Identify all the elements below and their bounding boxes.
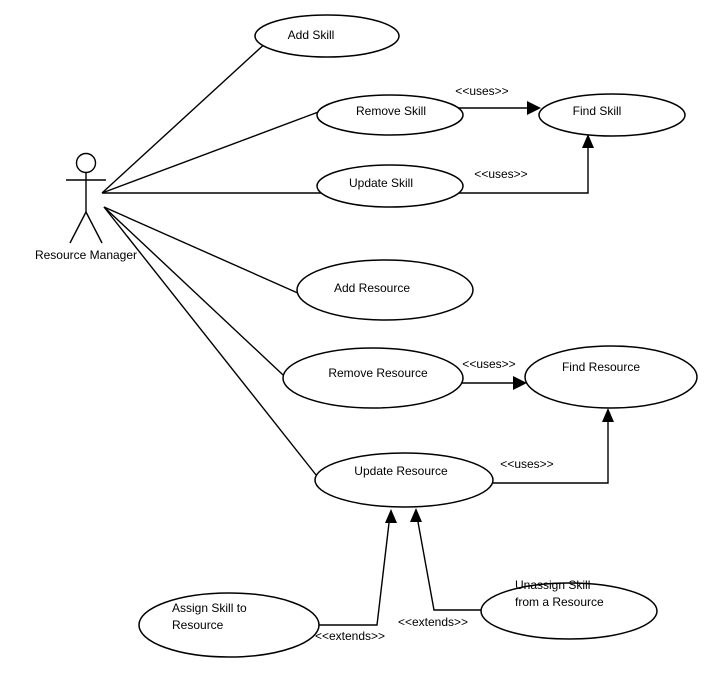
arrowhead-extends-assign-skill bbox=[385, 509, 397, 523]
use-case-ellipse-find-skill bbox=[538, 93, 686, 137]
association-actor-add-resource bbox=[103, 206, 310, 299]
actor-associations bbox=[101, 39, 330, 486]
use-case-label-assign-skill: Assign Skill to Resource bbox=[172, 601, 247, 632]
use-case-label-update-resource: Update Resource bbox=[354, 464, 448, 478]
stereotype-uses-update-resource: <<uses>> bbox=[500, 457, 554, 471]
arrowhead-uses-find-resource-left bbox=[513, 376, 527, 390]
stereotype-uses-remove-resource: <<uses>> bbox=[462, 357, 516, 371]
arrowhead-uses-find-resource-bottom bbox=[602, 408, 614, 422]
association-actor-remove-resource bbox=[103, 206, 299, 390]
association-actor-add-skill bbox=[101, 39, 270, 194]
use-case-ellipse-unassign-skill bbox=[480, 582, 658, 640]
arrowheads bbox=[385, 101, 614, 523]
use-case-ellipse-update-resource bbox=[314, 452, 494, 508]
use-case-label-add-resource: Add Resource bbox=[333, 281, 411, 295]
arrowhead-uses-find-skill-bottom bbox=[582, 134, 594, 148]
stereotype-extends-assign-skill: <<extends>> bbox=[314, 629, 386, 643]
use-case-label-add-skill: Add Skill bbox=[287, 28, 335, 42]
extends-line-unassign-skill-update-resource bbox=[417, 521, 490, 611]
stereotype-extends-unassign-skill: <<extends>> bbox=[397, 615, 469, 629]
use-case-label-remove-skill: Remove Skill bbox=[355, 104, 427, 118]
association-actor-remove-skill bbox=[101, 107, 330, 194]
uses-line-update-skill-find-skill bbox=[455, 147, 589, 194]
use-case-ellipses bbox=[138, 14, 698, 658]
use-case-label-unassign-skill: Unassign Skill from a Resource bbox=[515, 578, 604, 609]
stereotype-uses-update-skill: <<uses>> bbox=[474, 167, 528, 181]
uses-line-update-resource-find-resource bbox=[480, 422, 609, 484]
association-actor-update-resource bbox=[103, 206, 325, 486]
actor-figure bbox=[66, 152, 106, 244]
arrowhead-extends-unassign-skill bbox=[410, 508, 422, 522]
use-case-label-update-skill: Update Skill bbox=[348, 176, 414, 190]
use-case-label-remove-resource: Remove Resource bbox=[328, 366, 428, 380]
extends-line-assign-skill-update-resource bbox=[310, 522, 390, 626]
relationship-lines bbox=[310, 107, 609, 626]
use-case-ellipse-find-resource bbox=[524, 345, 698, 409]
actor-leg-left bbox=[69, 211, 87, 244]
use-case-label-find-resource: Find Resource bbox=[561, 360, 641, 374]
actor-leg-right bbox=[85, 211, 103, 244]
actor-label: Resource Manager bbox=[34, 248, 138, 262]
use-case-ellipse-remove-resource bbox=[282, 347, 464, 409]
arrowhead-uses-find-skill-left bbox=[527, 101, 541, 115]
actor-head bbox=[75, 152, 97, 174]
use-case-label-find-skill: Find Skill bbox=[572, 104, 622, 118]
stereotype-uses-remove-skill: <<uses>> bbox=[455, 84, 509, 98]
use-case-ellipse-remove-skill bbox=[316, 94, 464, 136]
use-case-ellipse-update-skill bbox=[316, 164, 464, 208]
use-case-ellipse-add-skill bbox=[254, 14, 400, 58]
use-case-ellipse-assign-skill bbox=[138, 592, 320, 658]
use-case-ellipse-add-resource bbox=[296, 259, 474, 321]
